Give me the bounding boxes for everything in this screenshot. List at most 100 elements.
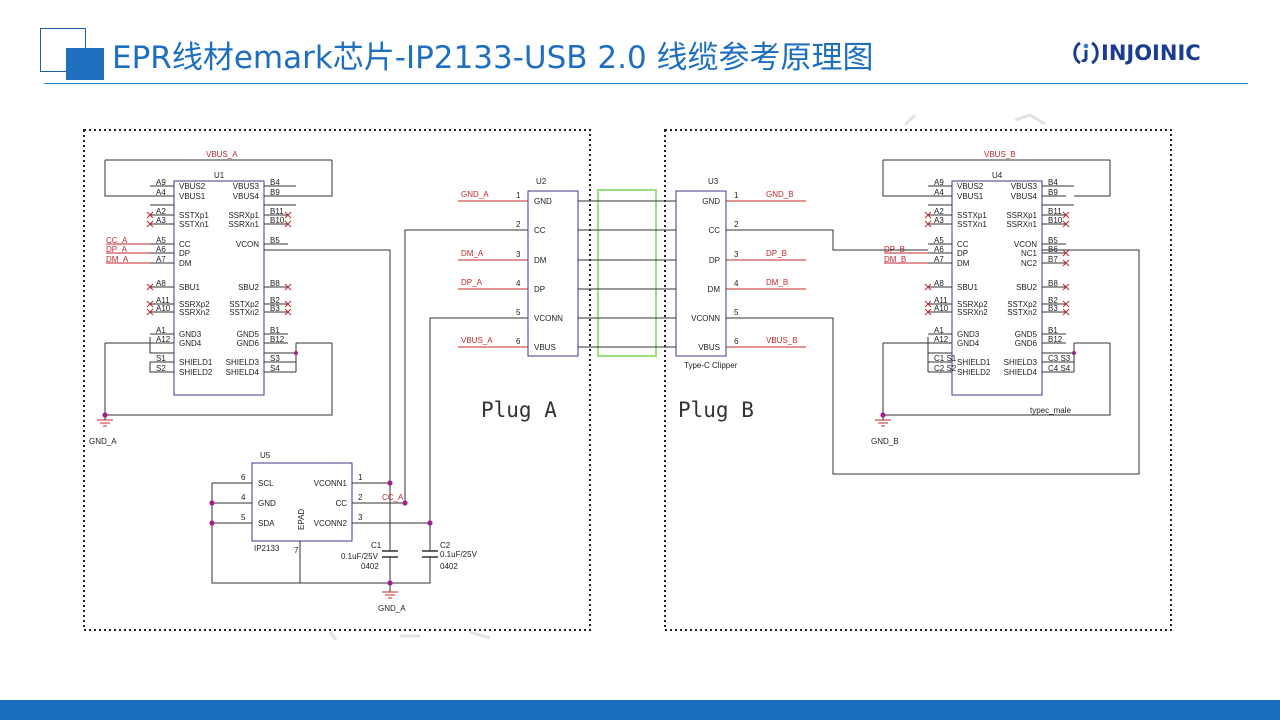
- u3-pin-name: DM: [708, 285, 721, 294]
- u1-pin-name: DM: [179, 259, 192, 268]
- u1-pin-num: B9: [270, 188, 280, 197]
- u1-pin-name: GND3: [179, 330, 202, 339]
- u4-pin-name: SSRXn1: [1006, 220, 1037, 229]
- u4-pin-name: GND3: [957, 330, 980, 339]
- u4-pin-num: B7: [1048, 255, 1058, 264]
- u5-pin-name: SCL: [258, 479, 274, 488]
- u4-pin-name: VBUS3: [1011, 182, 1038, 191]
- u1-net-label: DP_A: [106, 245, 128, 254]
- u5-pin-num: 6: [241, 473, 246, 482]
- u2-net-label: DM_A: [461, 249, 484, 258]
- u1-pin-name: VBUS2: [179, 182, 206, 191]
- u3-net-label: GND_B: [766, 190, 794, 199]
- u4-pin-num: A8: [934, 279, 944, 288]
- plug-b-label: Plug B: [678, 398, 754, 422]
- u4-pin-num: B3: [1048, 304, 1058, 313]
- u3-pin-num: 3: [734, 250, 739, 259]
- junction-dots: [102, 351, 1076, 586]
- u4-pin-name: VBUS4: [1011, 192, 1038, 201]
- plug-a-frame: [83, 129, 591, 631]
- connector-u3: U3 Type-C Clipper: [675, 177, 738, 370]
- u2-pin-group: 1GNDGND_A2CC3DMDM_A4DPDP_A5VCONN6VBUSVBU…: [458, 190, 563, 352]
- c2-ref: C2: [440, 541, 451, 550]
- capacitor-c1: C1 0.1uF/25V 0402: [341, 541, 382, 571]
- footer-bar: [0, 700, 1280, 720]
- u4-pin-name: SBU1: [957, 283, 978, 292]
- u4-pin-num: A3: [934, 216, 944, 225]
- u3-pin-num: 1: [734, 191, 739, 200]
- u4-pin-num: A12: [934, 335, 949, 344]
- u1-pin-name: GND5: [237, 330, 260, 339]
- u4-pin-name: SSTXn1: [957, 220, 987, 229]
- u1-pin-num: B5: [270, 236, 280, 245]
- u4-pin-name: SSTXp1: [957, 211, 987, 220]
- u4-pin-name: SSTXp2: [1007, 300, 1037, 309]
- u2-net-label: VBUS_A: [461, 336, 493, 345]
- u1-pin-name: GND6: [237, 339, 260, 348]
- c1-package: 0402: [361, 562, 379, 571]
- u3-pin-num: 5: [734, 308, 739, 317]
- u1-pin-num: B3: [270, 304, 280, 313]
- u1-pin-name: SHIELD1: [179, 358, 213, 367]
- u5-pin-num: 4: [241, 493, 246, 502]
- u1-pin-name: SHIELD4: [226, 368, 260, 377]
- u4-pin-name: SBU2: [1016, 283, 1037, 292]
- u1-pin-num: A2: [156, 207, 166, 216]
- logo-wordmark: INJOINIC: [1101, 41, 1201, 65]
- u4-pin-num: B12: [1048, 335, 1063, 344]
- u1-pin-name: SSTXn1: [179, 220, 209, 229]
- u4-pin-num: A7: [934, 255, 944, 264]
- company-logo: INJOINIC: [1071, 38, 1201, 68]
- u3-net-label: VBUS_B: [766, 336, 798, 345]
- u3-pin-name: VBUS: [698, 343, 720, 352]
- u1-pin-num: A1: [156, 326, 166, 335]
- u5-pin-name: SDA: [258, 519, 275, 528]
- u2-ref: U2: [536, 177, 547, 186]
- u1-pin-name: SSRXp1: [228, 211, 259, 220]
- u3-pin-group: 1GNDGND_B2CC3DPDP_B4DMDM_B5VCONN6VBUSVBU…: [691, 190, 806, 352]
- title-divider: [44, 83, 1248, 84]
- u2-pin-name: VBUS: [534, 343, 556, 352]
- u2-pin-num: 1: [516, 191, 521, 200]
- u4-pin-name: VCON: [1014, 240, 1037, 249]
- u5-pin-name: VCONN2: [314, 519, 348, 528]
- u4-pin-num: A4: [934, 188, 944, 197]
- u1-pin-name: VBUS4: [233, 192, 260, 201]
- u1-pin-num: A5: [156, 236, 166, 245]
- u4-pin-num: A6: [934, 245, 944, 254]
- u4-pin-num: A11: [934, 296, 948, 305]
- connector-u2: U2: [527, 177, 579, 357]
- u4-pin-name: NC2: [1021, 259, 1038, 268]
- u1-pin-name: SHIELD2: [179, 368, 213, 377]
- u4-pin-name: GND6: [1015, 339, 1038, 348]
- u3-pin-name: GND: [702, 197, 720, 206]
- u4-pin-name: VBUS1: [957, 192, 984, 201]
- u5-cc-net: CC_A: [382, 493, 404, 502]
- u2-pin-name: DP: [534, 285, 545, 294]
- u1-pin-name: DP: [179, 249, 190, 258]
- u2-pin-num: 3: [516, 250, 521, 259]
- u3-pin-name: VCONN: [691, 314, 720, 323]
- u3-pin-name: DP: [709, 256, 720, 265]
- logo-mark-icon: [1073, 41, 1099, 65]
- u1-pin-name: SSRXn2: [179, 308, 210, 317]
- u4-pin-num: C2 S2: [934, 364, 957, 373]
- u4-pin-num: C3 S3: [1048, 354, 1071, 363]
- u1-gnd-label: GND_A: [89, 437, 117, 446]
- u1-pin-name: SSRXn1: [228, 220, 259, 229]
- u1-pin-num: A3: [156, 216, 166, 225]
- u1-vbus-net: VBUS_A: [206, 150, 238, 159]
- u5-epad-label: EPAD: [297, 509, 306, 530]
- u2-pin-num: 2: [516, 220, 521, 229]
- u4-pin-num: B10: [1048, 216, 1063, 225]
- slide-title: EPR线材emark芯片-IP2133-USB 2.0 线缆参考原理图: [112, 40, 874, 76]
- u5-gnd-label: GND_A: [378, 604, 406, 613]
- u4-pin-num: C1 S1: [934, 354, 957, 363]
- u4-pin-num: B8: [1048, 279, 1058, 288]
- u4-pin-num: B11: [1048, 207, 1062, 216]
- u5-ref: U5: [260, 451, 271, 460]
- u4-pin-name: SHIELD2: [957, 368, 991, 377]
- u2-net-label: DP_A: [461, 278, 483, 287]
- u4-pin-name: SSTXn2: [1007, 308, 1037, 317]
- u1-pin-num: B2: [270, 296, 280, 305]
